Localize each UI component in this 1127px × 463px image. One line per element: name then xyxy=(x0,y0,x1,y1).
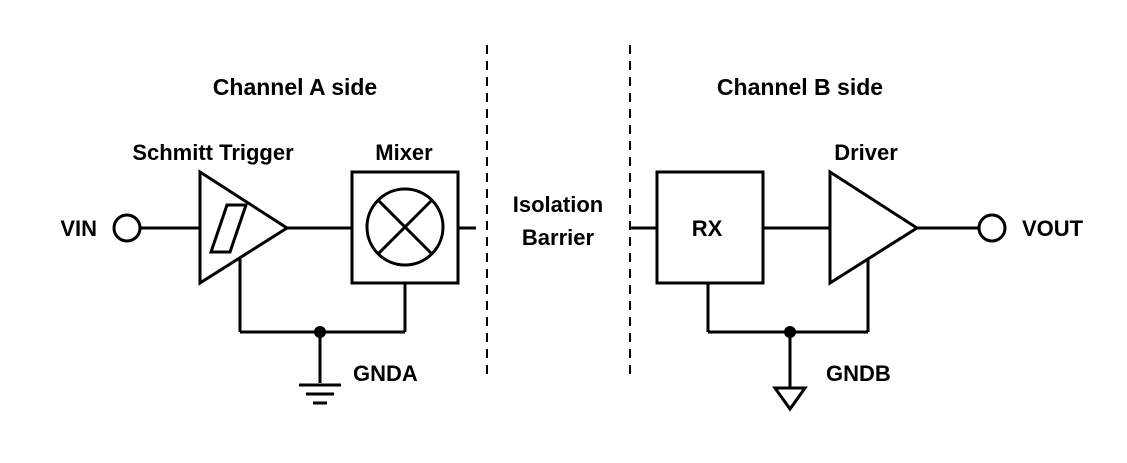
vout-label: VOUT xyxy=(1022,216,1084,241)
mixer-circle-icon xyxy=(365,187,445,267)
isolation-barrier-label-line2: Barrier xyxy=(522,225,595,250)
rx-label: RX xyxy=(692,216,723,241)
mixer-label: Mixer xyxy=(375,140,433,165)
gnda-label: GNDA xyxy=(353,361,418,386)
earth-ground-icon xyxy=(299,383,341,405)
vin-terminal xyxy=(112,213,142,243)
schmitt-trigger-symbol xyxy=(198,169,290,286)
channel-a-title: Channel A side xyxy=(213,74,377,100)
vin-label: VIN xyxy=(60,216,97,241)
hysteresis-icon xyxy=(208,203,249,254)
driver-label: Driver xyxy=(834,140,898,165)
isolation-barrier-label-line1: Isolation xyxy=(513,192,603,217)
channel-b-title: Channel B side xyxy=(717,74,883,100)
schmitt-trigger-label: Schmitt Trigger xyxy=(132,140,294,165)
gndb-label: GNDB xyxy=(826,361,891,386)
chassis-ground-icon xyxy=(772,386,808,412)
mixer-cross-line-2 xyxy=(376,198,434,256)
driver-symbol xyxy=(828,169,920,286)
vout-terminal xyxy=(977,213,1007,243)
